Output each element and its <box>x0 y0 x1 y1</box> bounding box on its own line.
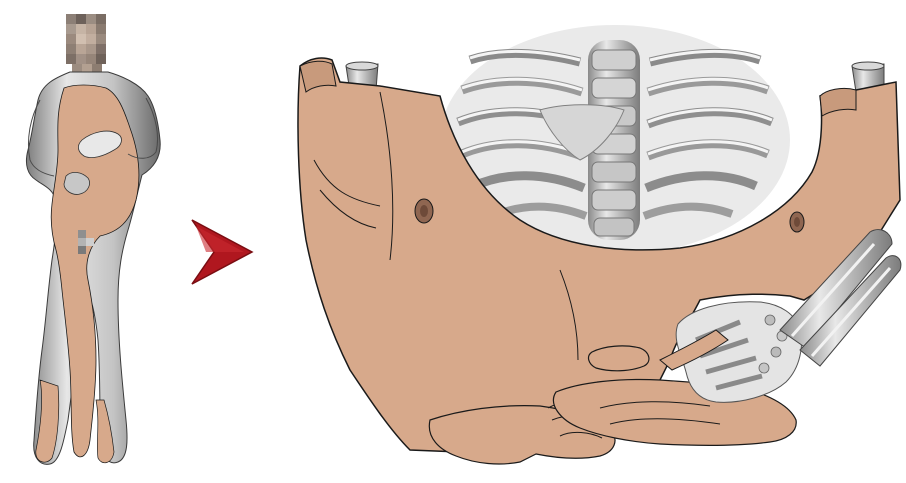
pixel-block <box>86 238 94 246</box>
pixel-block <box>78 246 86 254</box>
left-nipple <box>415 199 433 223</box>
chevron-right-icon <box>192 220 252 284</box>
right-hand-small <box>64 172 90 194</box>
pixel-block <box>78 238 86 246</box>
right-nipple <box>790 212 804 232</box>
torso-closeup-render <box>298 25 901 464</box>
pixel-block <box>78 230 86 238</box>
full-body-render <box>26 14 160 464</box>
pixelated-face-icon <box>66 14 106 72</box>
thumb <box>589 346 649 371</box>
